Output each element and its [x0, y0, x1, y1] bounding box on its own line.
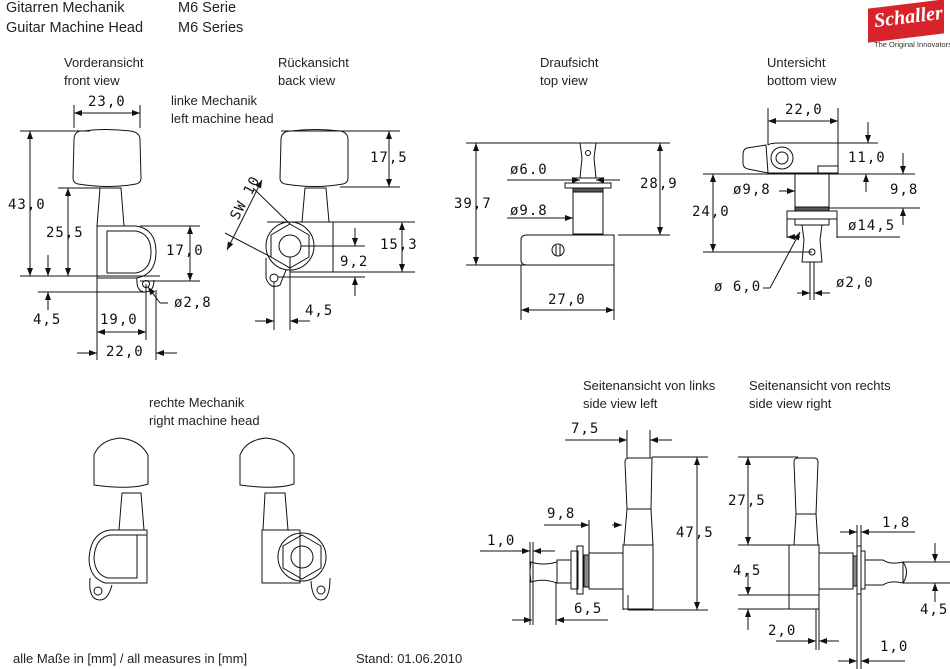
dim-top-bushing-diameter: ø9.8: [510, 203, 548, 219]
label-left-head-en: left machine head: [171, 111, 274, 126]
right-head-drawings: [88, 437, 331, 601]
label-left-head-de: linke Mechanik: [171, 93, 257, 108]
dim-bottom-bushing-diameter: ø9,8: [733, 182, 771, 198]
dim-front-total-height: 43,0: [8, 197, 46, 213]
series-de: M6 Serie: [178, 0, 237, 16]
dim-front-housing-width: 22,0: [106, 344, 144, 360]
dim-back-hole-x: 4,5: [305, 303, 334, 319]
dim-side-right-post-diameter: 4,5: [920, 602, 949, 618]
label-side-left-de: Seitenansicht von links: [583, 378, 716, 393]
bottom-view-drawing: [703, 108, 920, 300]
dim-side-left-bushing-offset: 9,8: [547, 506, 576, 522]
title-de: Gitarren Mechanik: [6, 0, 125, 16]
label-right-head-en: right machine head: [149, 413, 260, 428]
label-bottom-en: bottom view: [767, 73, 837, 88]
label-front-en: front view: [64, 73, 120, 88]
dim-front-hole-offset: 4,5: [33, 312, 62, 328]
dim-back-housing-height: 15,3: [380, 237, 418, 253]
dim-top-shaft-height: 28,9: [640, 176, 678, 192]
dim-back-shaft-height: 9,2: [340, 254, 369, 270]
label-side-left-en: side view left: [583, 396, 658, 411]
dim-bottom-hole-diameter: ø2,0: [836, 275, 874, 291]
front-view-drawing: [20, 105, 200, 360]
title-en: Guitar Machine Head: [6, 20, 144, 36]
dim-side-left-total-height: 47,5: [676, 525, 714, 541]
dim-bottom-shaft-diameter: ø 6,0: [714, 279, 762, 295]
dim-side-right-plate-thickness: 1,0: [880, 639, 909, 655]
side-left-drawing: [480, 430, 708, 625]
dim-front-hole-x: 19,0: [100, 312, 138, 328]
dim-side-left-post-tip: 1,0: [487, 533, 516, 549]
dim-front-post-height: 25,5: [46, 225, 84, 241]
dim-top-shaft-diameter: ø6.0: [510, 162, 548, 178]
dim-front-housing-height: 17,0: [166, 243, 204, 259]
dim-side-right-knob-height: 27,5: [728, 493, 766, 509]
dim-side-right-tab-thickness: 2,0: [768, 623, 797, 639]
dim-front-knob-width: 23,0: [88, 94, 126, 110]
dim-bottom-bushing-height: 9,8: [890, 182, 919, 198]
label-side-right-de: Seitenansicht von rechts: [749, 378, 891, 393]
series-en: M6 Series: [178, 20, 244, 36]
dim-side-right-washer-thickness: 1,8: [882, 515, 911, 531]
dim-side-left-knob-width: 7,5: [571, 421, 600, 437]
label-back-de: Rückansicht: [278, 55, 349, 70]
footer-date: Stand: 01.06.2010: [356, 651, 463, 666]
logo-tagline: The Original Innovators: [874, 40, 950, 49]
top-view-drawing: [466, 142, 670, 320]
footer-units: alle Maße in [mm] / all measures in [mm]: [13, 651, 248, 666]
dim-front-hole-diameter: ø2,8: [174, 295, 212, 311]
dim-top-total-height: 39,7: [454, 196, 492, 212]
dim-back-knob-height: 17,5: [370, 150, 408, 166]
dim-side-left-post-length: 6,5: [574, 601, 603, 617]
dim-bottom-knob-height: 11,0: [848, 150, 886, 166]
label-side-right-en: side view right: [749, 396, 832, 411]
dim-bottom-width: 22,0: [785, 102, 823, 118]
dim-bottom-height: 24,0: [692, 204, 730, 220]
dim-top-width: 27,0: [548, 292, 586, 308]
label-top-de: Draufsicht: [540, 55, 599, 70]
side-right-drawing: [738, 456, 950, 669]
label-top-en: top view: [540, 73, 588, 88]
label-back-en: back view: [278, 73, 336, 88]
dim-bottom-washer-diameter: ø14,5: [848, 218, 896, 234]
label-front-de: Vorderansicht: [64, 55, 144, 70]
label-bottom-de: Untersicht: [767, 55, 826, 70]
label-right-head-de: rechte Mechanik: [149, 395, 245, 410]
back-view-drawing: [224, 129, 415, 330]
dim-side-right-tab-height: 4,5: [733, 563, 762, 579]
